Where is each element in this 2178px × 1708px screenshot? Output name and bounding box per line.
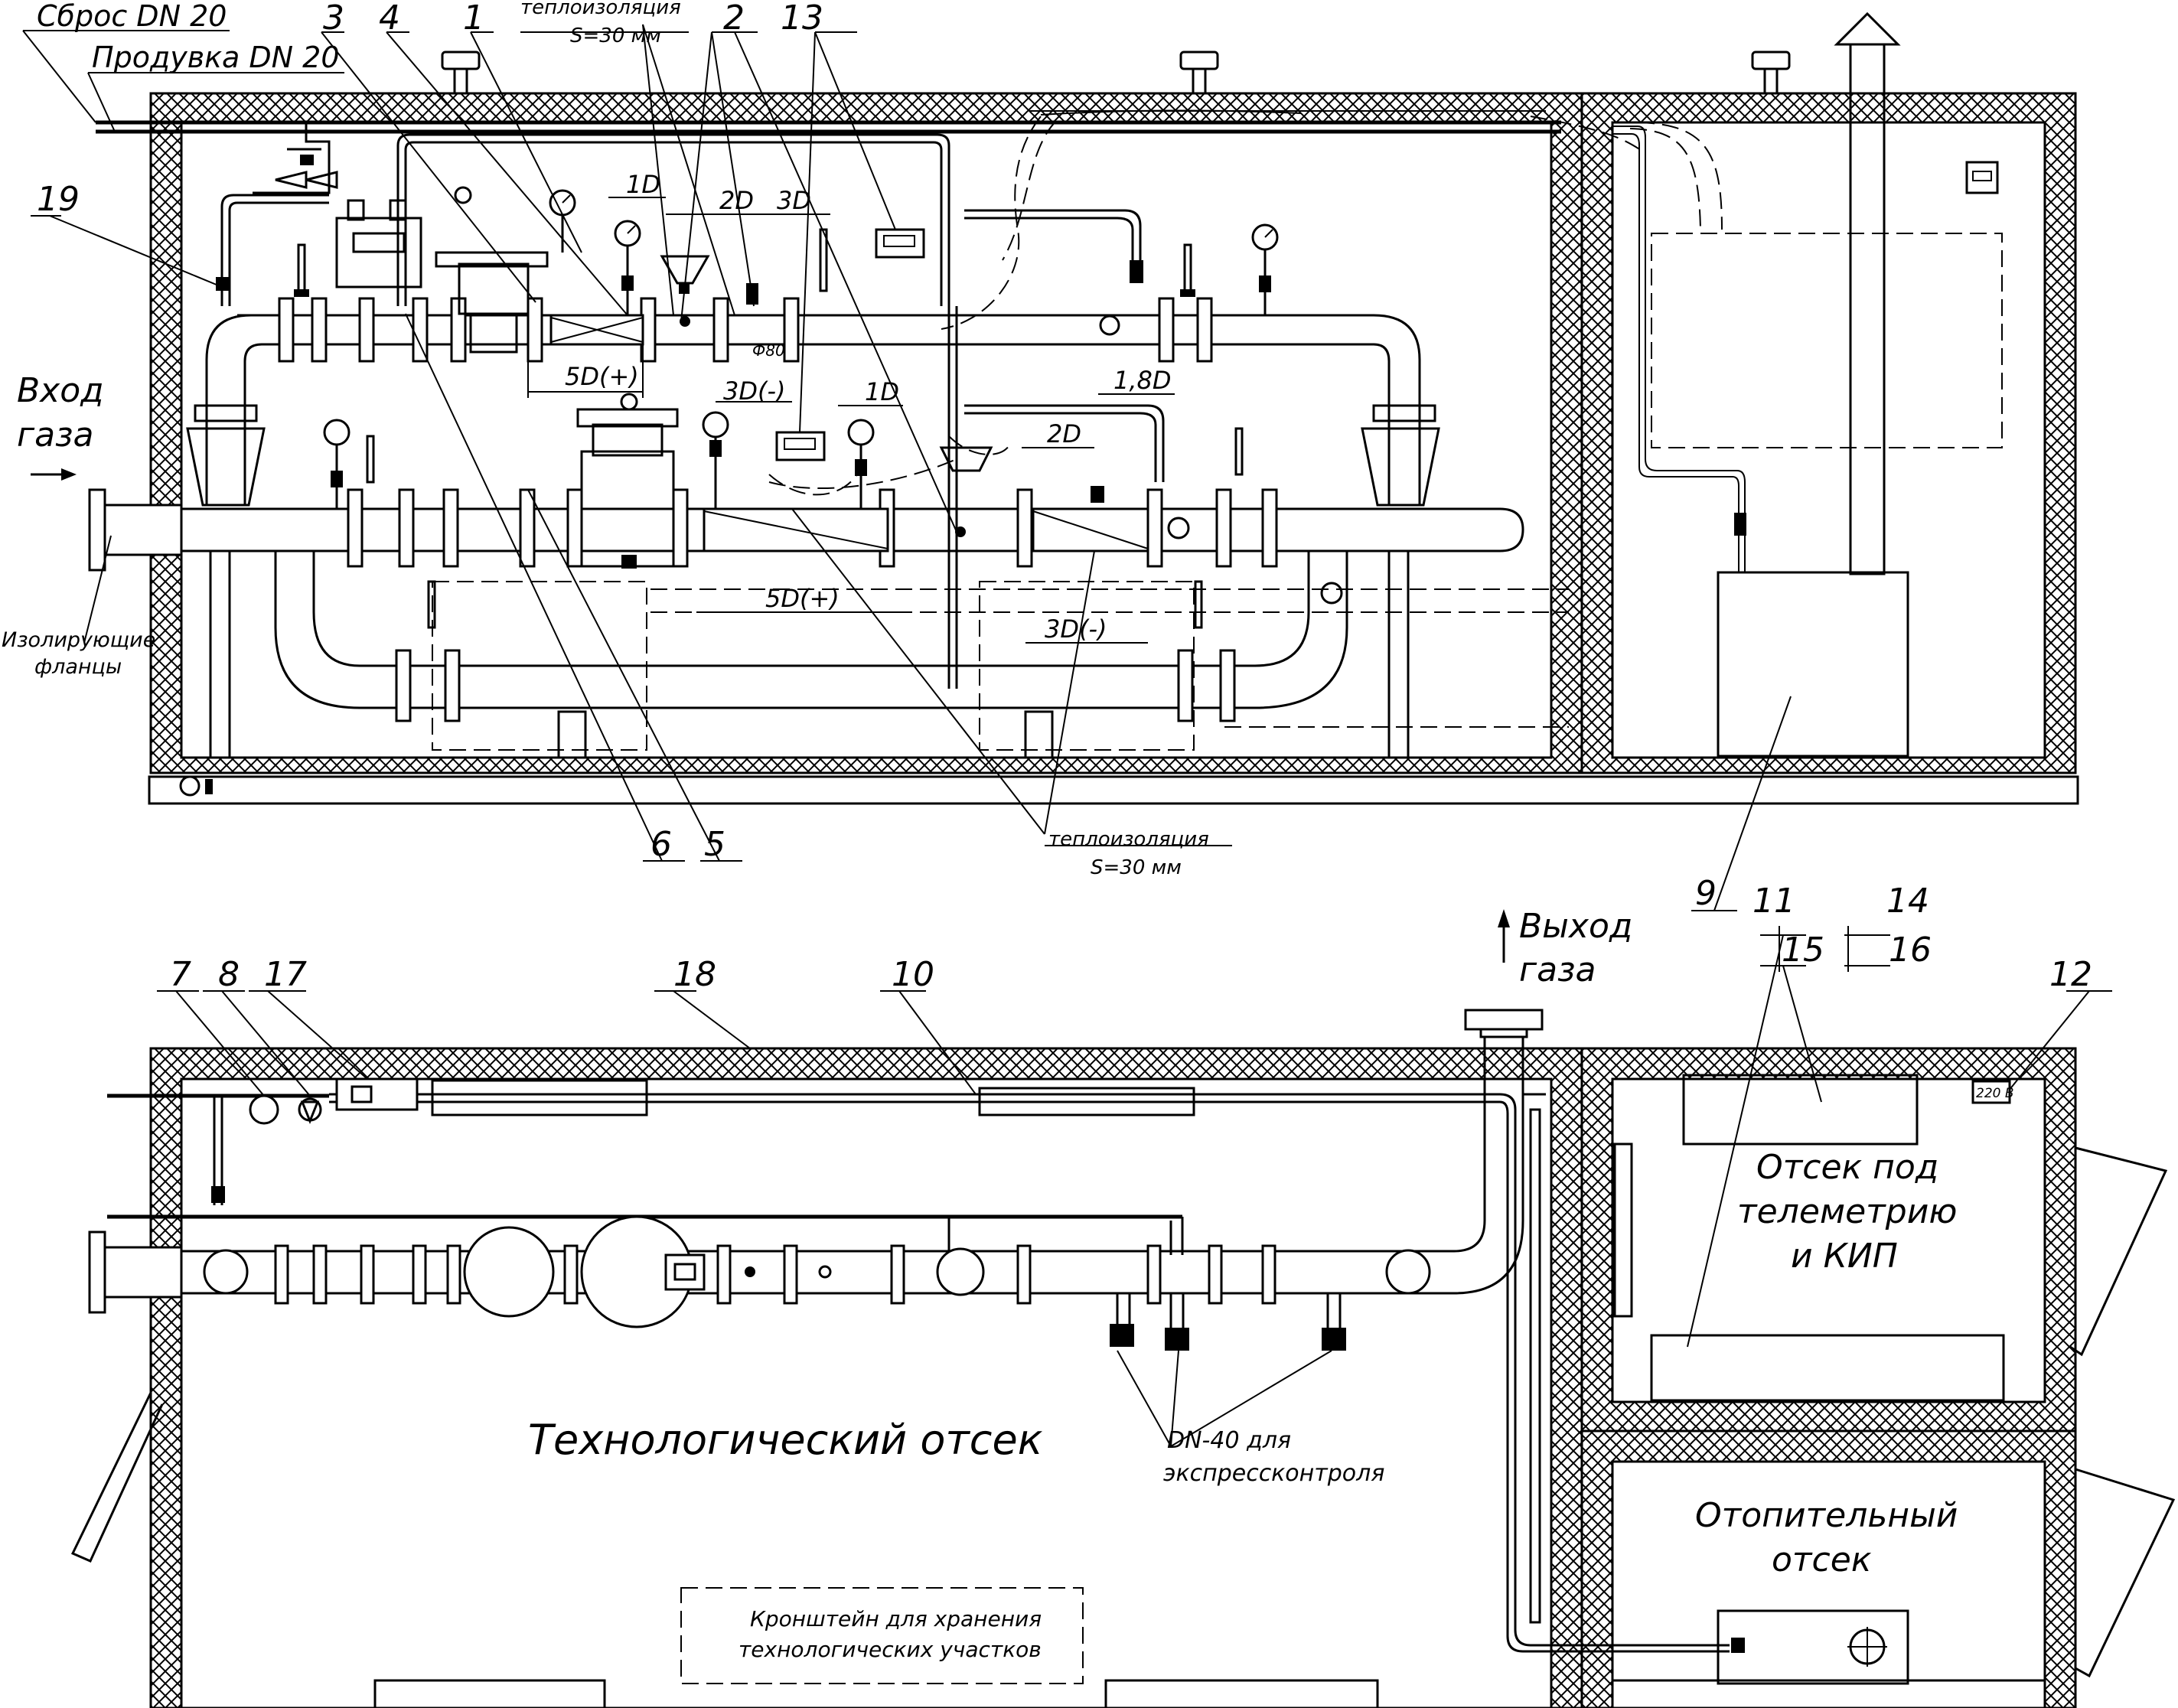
purge-vent-lines	[96, 109, 1646, 689]
phi-label: Ф80	[752, 341, 785, 360]
callout-6: 6	[650, 825, 672, 864]
insulation-bottom-thickness: S=30 мм	[1091, 856, 1182, 879]
callout-2: 2	[723, 0, 745, 37]
thermometer-icon	[294, 228, 1195, 297]
callout-11: 11	[1753, 882, 1795, 921]
pressure-gauge-icon	[549, 189, 576, 253]
dimension-1d: 1D	[626, 170, 660, 199]
pressure-transmitter-icon	[875, 228, 925, 259]
gas-outlet-arrow	[1498, 909, 1510, 963]
gas-inlet-label: Вход	[17, 371, 104, 410]
voltage-label: 220 В	[1976, 1086, 2014, 1101]
callout-4: 4	[379, 0, 400, 37]
meter-run-upper	[186, 186, 1440, 507]
dn40-label-2: экспрессконтроля	[1163, 1460, 1384, 1487]
dimension-3d: 3D	[777, 186, 811, 215]
bracket-label: Кронштейн для хранения	[750, 1606, 1042, 1631]
insulating-flanges-label-2: фланцы	[34, 655, 122, 679]
leader-lines-top	[22, 24, 1792, 911]
insulation-top-label: теплоизоляция	[520, 0, 681, 19]
telemetry-equipment	[1613, 1074, 2011, 1402]
callout-18: 18	[673, 955, 716, 994]
callout-1: 1	[463, 0, 484, 37]
leader-lines-bottom	[157, 926, 2112, 1348]
telemetry-compartment-label-2: телеметрию	[1737, 1192, 1957, 1231]
tech-compartment-label: Технологический отсек	[528, 1416, 1043, 1464]
callout-19: 19	[37, 180, 80, 219]
electrical-box-icon	[1965, 161, 1999, 194]
insulating-flanges-label: Изолирующие	[2, 628, 155, 652]
chimney	[1834, 11, 1901, 575]
dimension-2d: 2D	[719, 186, 754, 215]
insulation-bottom-label: теплоизоляция	[1048, 828, 1209, 851]
dn40-label: DN-40 для	[1167, 1427, 1291, 1454]
meter-run-lower	[88, 393, 1524, 572]
pressure-gauge-icon	[847, 419, 875, 509]
bottom-view-walls	[149, 1047, 2077, 1708]
pressure-gauge-icon	[702, 411, 729, 509]
dimension-3d-minus-mid: 3D(-)	[1045, 614, 1107, 644]
pressure-transmitter-icon	[775, 431, 826, 461]
upper-flanges	[278, 297, 1213, 363]
dimension-5d-plus-mid: 5D(+)	[765, 584, 840, 613]
telemetry-compartment-label: Отсек под	[1756, 1148, 1938, 1187]
telemetry-compartment-label-3: и КИП	[1791, 1237, 1898, 1276]
door-icon	[70, 1146, 2176, 1678]
heating-compartment-label-2: отсек	[1772, 1540, 1872, 1579]
top-view-walls	[148, 92, 2079, 805]
pressure-gauge-icon	[1251, 223, 1279, 315]
bracket-label-2: технологических участков	[738, 1637, 1042, 1662]
pressure-gauge-icon	[614, 220, 641, 315]
callout-14: 14	[1886, 882, 1929, 921]
callout-7: 7	[170, 955, 191, 994]
callout-10: 10	[892, 955, 934, 994]
gas-inlet-arrow	[31, 468, 77, 481]
dimension-1-8d: 1,8D	[1113, 366, 1172, 395]
callout-3: 3	[323, 0, 344, 37]
heating-compartment-label: Отопительный	[1695, 1496, 1958, 1535]
dimension-lines	[527, 197, 1175, 644]
bottom-flanges	[274, 1244, 1276, 1305]
callout-17: 17	[264, 955, 307, 994]
pressure-gauge-icon	[323, 419, 351, 509]
callout-12: 12	[2049, 955, 2092, 994]
callout-15: 15	[1782, 931, 1824, 970]
grounding-icon	[179, 775, 213, 797]
callout-16: 16	[1889, 931, 1932, 970]
callout-5: 5	[704, 825, 725, 864]
dimension-2d-b: 2D	[1047, 419, 1081, 448]
insulation-top-thickness: S=30 мм	[570, 24, 661, 47]
callout-13: 13	[781, 0, 823, 37]
heater-9	[1612, 122, 2003, 758]
dimension-3d-minus: 3D(-)	[723, 376, 786, 406]
callout-9: 9	[1695, 874, 1717, 913]
dimension-1d-b: 1D	[865, 377, 899, 406]
lower-flanges	[347, 488, 1278, 568]
roof-caps	[441, 51, 1791, 95]
corrector-box	[335, 199, 422, 288]
bypass-line	[209, 551, 1569, 759]
gas-outlet-label: Выход	[1519, 907, 1632, 946]
storage-bracket	[680, 1587, 1084, 1684]
vent-line-label: Сброс DN 20	[37, 0, 227, 33]
text-labels: Сброс DN 20 Продувка DN 20 теплоизоляция…	[2, 0, 2092, 1662]
bottom-piping	[88, 1009, 1730, 1653]
dimension-5d-plus: 5D(+)	[565, 362, 639, 391]
pilot-line-left	[216, 122, 338, 306]
callout-8: 8	[218, 955, 240, 994]
gas-inlet-label-2: газа	[17, 416, 93, 455]
gas-outlet-label-2: газа	[1519, 950, 1596, 989]
heating-boiler	[1717, 1609, 1909, 1685]
purge-line-label: Продувка DN 20	[92, 41, 340, 74]
